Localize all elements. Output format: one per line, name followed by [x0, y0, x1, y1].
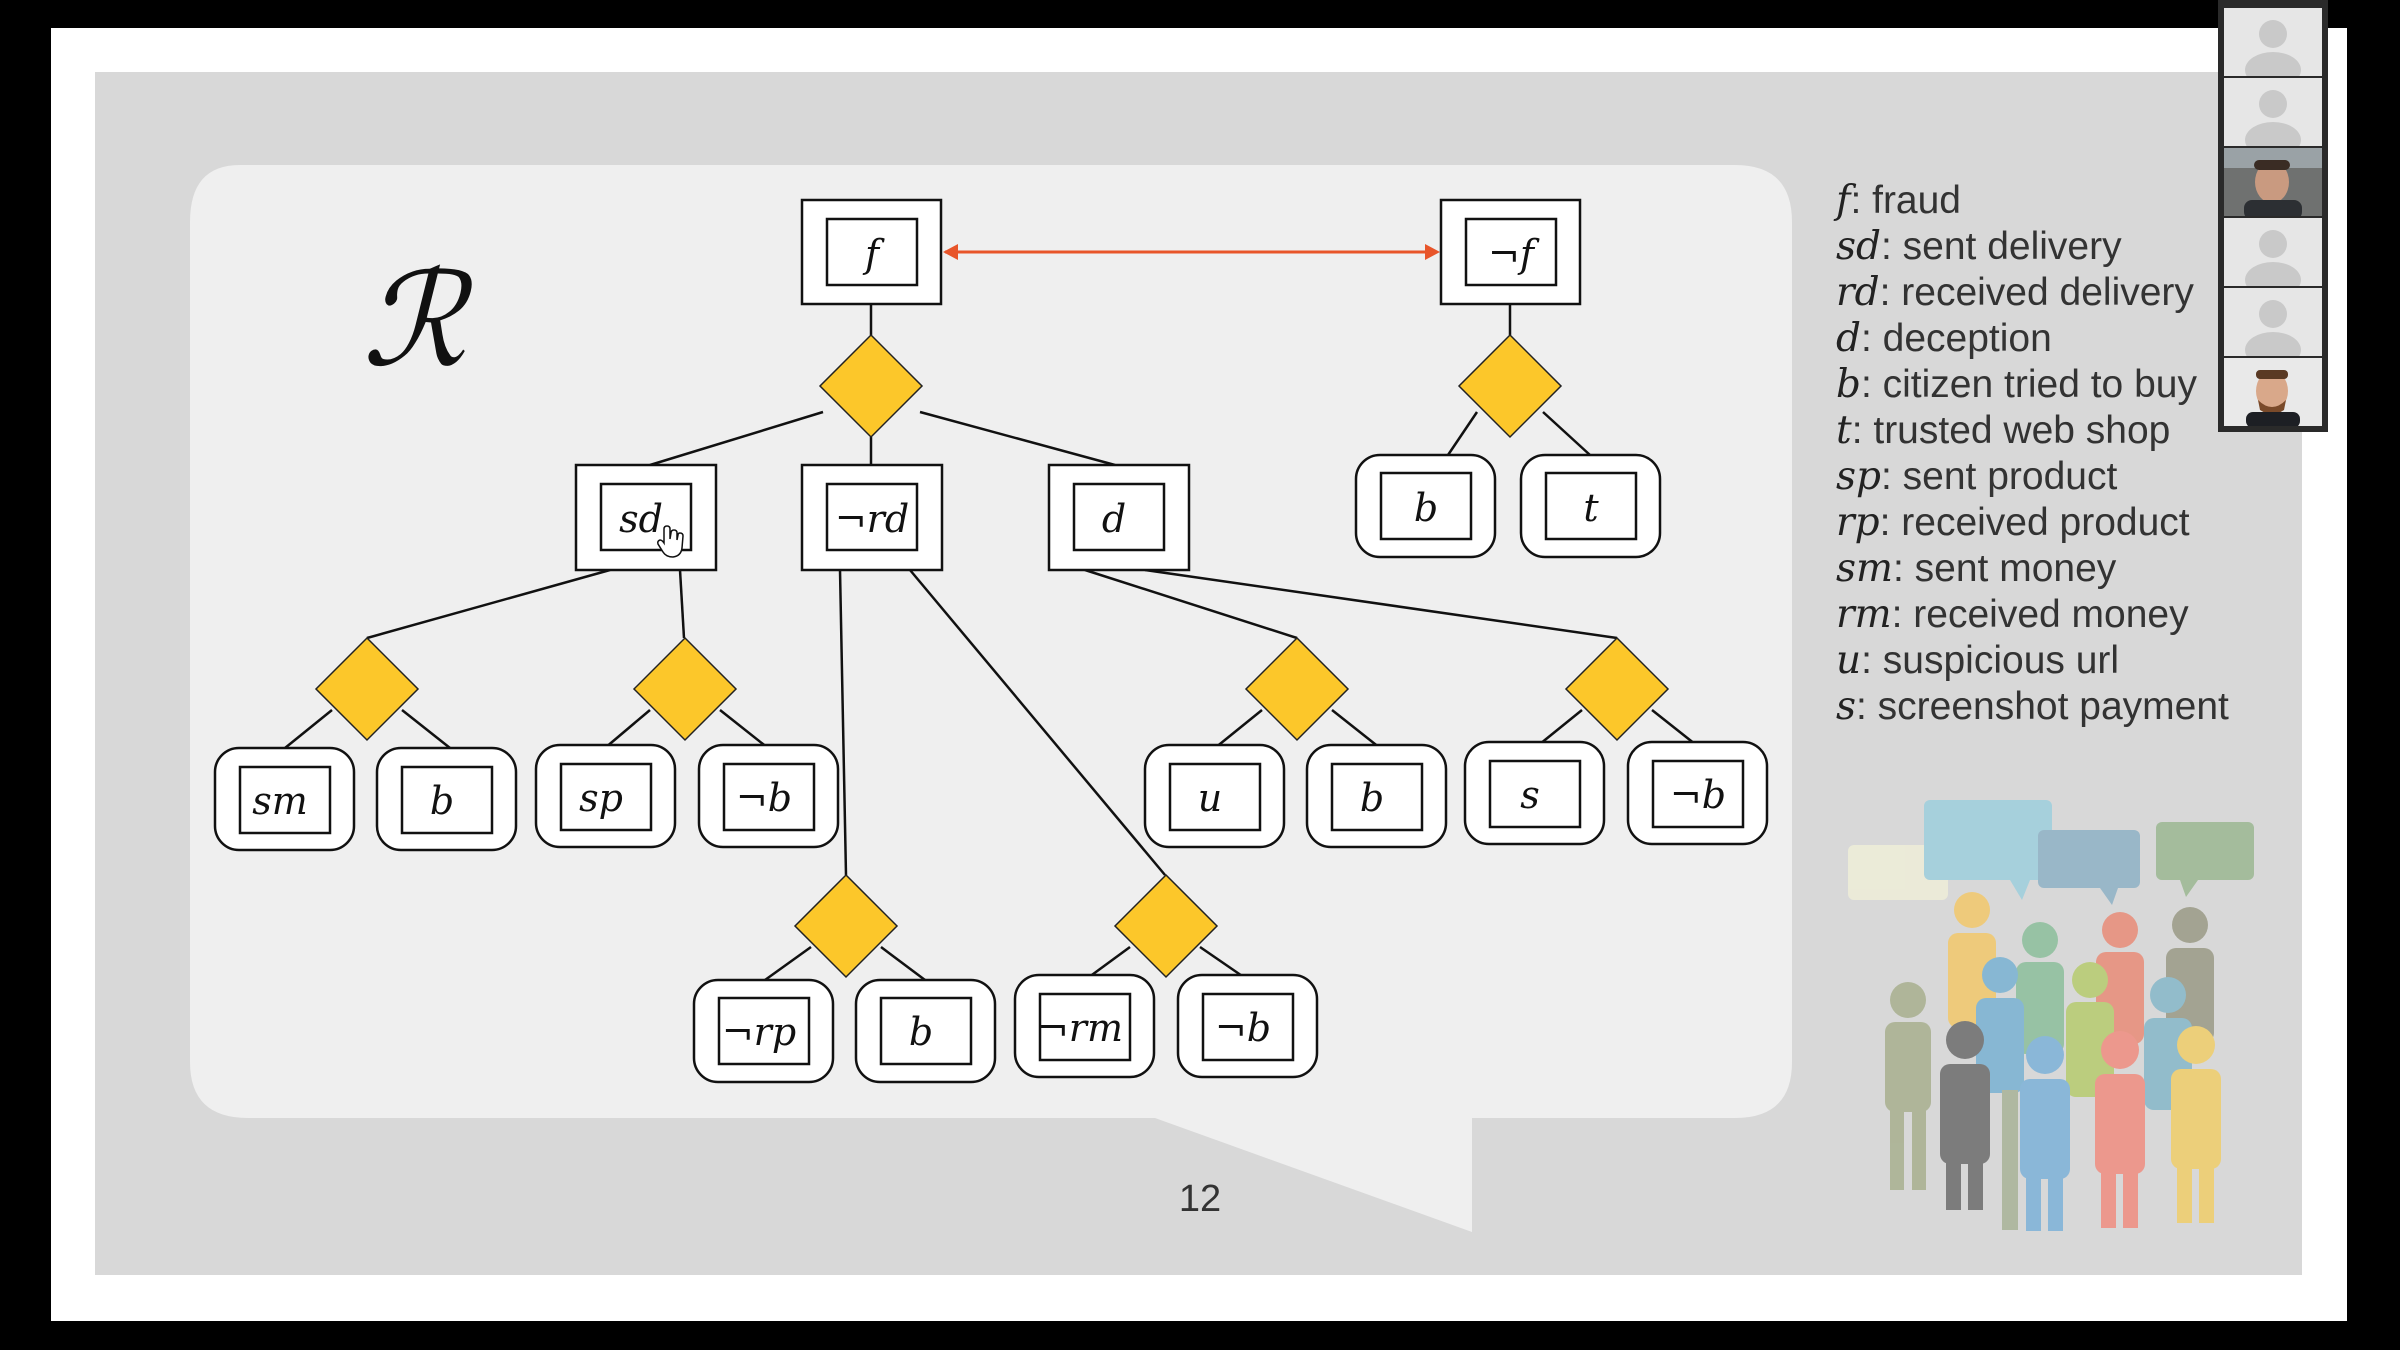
leaf-b-d: b — [1305, 743, 1448, 849]
legend-row: sp: sent product — [1836, 454, 2118, 499]
leaf-u-label: u — [1198, 776, 1222, 820]
leaf-not-b-sd-label: ¬b — [736, 776, 792, 820]
legend-row: b: citizen tried to buy — [1836, 362, 2197, 407]
leaf-b-sd: b — [375, 746, 518, 852]
leaf-t-top: t — [1519, 453, 1662, 559]
leaf-not-b-rd-label: ¬b — [1215, 1006, 1271, 1050]
leaf-not-rm-label: ¬rm — [1037, 1006, 1123, 1050]
legend-row: s: screenshot payment — [1836, 684, 2229, 729]
script-r-symbol: ℛ — [362, 244, 474, 396]
leaf-b-rd-label: b — [909, 1010, 933, 1054]
and-gate-f — [818, 333, 924, 439]
crowd-illustration — [1848, 800, 2254, 1231]
legend-row: rm: received money — [1836, 592, 2189, 637]
legend-row: sd: sent delivery — [1836, 224, 2122, 269]
speech-bubble — [190, 165, 1792, 1232]
leaf-t-top-label: t — [1583, 486, 1599, 530]
and-gate-rd-left — [793, 873, 899, 979]
legend-row: f: fraud — [1836, 178, 1962, 223]
leaf-b-top-label: b — [1414, 486, 1438, 530]
leaf-b-rd: b — [854, 978, 997, 1084]
leaf-s-label: s — [1520, 773, 1540, 817]
leaf-s: s — [1463, 740, 1606, 846]
edges — [284, 300, 1701, 982]
leaf-not-b-rd: ¬b — [1176, 973, 1319, 1079]
legend-row: rp: received product — [1836, 500, 2190, 545]
node-not-f-label: ¬f — [1488, 232, 1540, 276]
leaf-not-b-d: ¬b — [1626, 740, 1769, 846]
and-gate-rd-right — [1113, 873, 1219, 979]
and-gate-nf — [1457, 333, 1563, 439]
page-number: 12 — [1178, 1178, 1222, 1220]
node-not-rd-label: ¬rd — [835, 497, 909, 541]
leaf-u: u — [1143, 743, 1286, 849]
leaf-sp: sp — [534, 743, 677, 849]
node-d: d — [1047, 463, 1191, 572]
participant-tile[interactable] — [2224, 8, 2322, 76]
legend-row: sm: sent money — [1836, 546, 2117, 591]
node-f: f — [800, 198, 943, 306]
leaf-not-b-sd: ¬b — [697, 743, 840, 849]
video-feed — [2224, 358, 2322, 426]
and-gate-sd-left — [314, 636, 420, 742]
conflict-arrow — [943, 244, 1440, 260]
node-not-f: ¬f — [1439, 198, 1582, 306]
legend-row: t: trusted web shop — [1836, 408, 2171, 453]
legend-row: rd: received delivery — [1836, 270, 2194, 315]
avatar-icon — [2245, 300, 2301, 356]
leaf-not-b-d-label: ¬b — [1670, 773, 1726, 817]
legend: f: fraud sd: sent delivery rd: received … — [1836, 178, 2229, 730]
participant-tile[interactable] — [2224, 288, 2322, 356]
and-gate-sd-right — [632, 636, 738, 742]
leaf-not-rp-label: ¬rp — [722, 1010, 796, 1054]
leaf-b-sd-label: b — [430, 779, 454, 823]
video-feed — [2224, 148, 2322, 216]
legend-row: u: suspicious url — [1836, 638, 2120, 683]
leaf-b-d-label: b — [1360, 776, 1384, 820]
node-sd: sd — [574, 463, 718, 572]
and-gate-d-left — [1244, 636, 1350, 742]
and-gate-d-right — [1564, 636, 1670, 742]
leaf-b-top: b — [1354, 453, 1497, 559]
node-sd-label: sd — [619, 497, 663, 541]
participant-strip — [2218, 0, 2328, 432]
participant-tile[interactable] — [2224, 78, 2322, 146]
avatar-icon — [2245, 90, 2301, 146]
leaf-not-rp: ¬rp — [692, 978, 835, 1084]
leaf-not-rm: ¬rm — [1013, 973, 1156, 1079]
avatar-icon — [2245, 20, 2301, 76]
leaf-sp-label: sp — [579, 776, 623, 820]
hand-cursor-icon — [656, 525, 686, 563]
node-d-label: d — [1102, 497, 1126, 541]
leaf-sm: sm — [213, 746, 356, 852]
participant-video-tile[interactable] — [2224, 148, 2322, 216]
leaf-sm-label: sm — [252, 779, 308, 823]
node-not-rd: ¬rd — [800, 463, 944, 572]
participant-video-tile[interactable] — [2224, 358, 2322, 426]
avatar-icon — [2245, 230, 2301, 286]
participant-tile[interactable] — [2224, 218, 2322, 286]
legend-row: d: deception — [1836, 316, 2052, 361]
